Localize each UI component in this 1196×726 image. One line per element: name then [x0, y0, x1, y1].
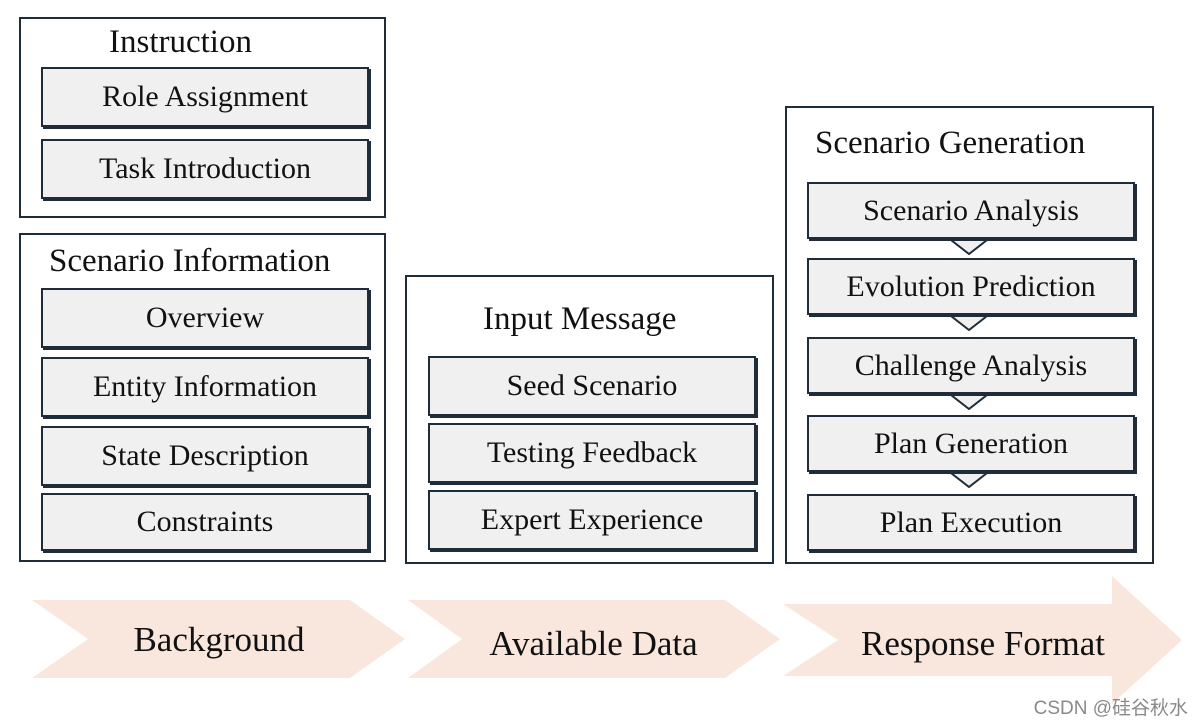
- input-message-panel: Input Message Seed Scenario Testing Feed…: [405, 275, 774, 564]
- expert-experience-box: Expert Experience: [428, 490, 756, 550]
- input-message-title: Input Message: [483, 301, 677, 337]
- scenario-generation-panel: Scenario Generation Scenario Analysis Ev…: [785, 106, 1154, 564]
- evolution-prediction-step: Evolution Prediction: [807, 258, 1135, 315]
- entity-information-box: Entity Information: [41, 357, 369, 417]
- plan-execution-step: Plan Execution: [807, 494, 1135, 551]
- overview-box: Overview: [41, 288, 369, 348]
- plan-generation-step: Plan Generation: [807, 415, 1135, 472]
- down-arrow-icon: [950, 315, 988, 331]
- task-introduction-box: Task Introduction: [41, 139, 369, 199]
- available-data-phase-label: Available Data: [489, 624, 698, 663]
- background-phase-label: Background: [133, 620, 305, 659]
- scenario-generation-title: Scenario Generation: [815, 125, 1086, 161]
- challenge-analysis-step: Challenge Analysis: [807, 337, 1135, 394]
- instruction-title: Instruction: [109, 24, 252, 60]
- testing-feedback-box: Testing Feedback: [428, 423, 756, 483]
- instruction-panel: Instruction Role Assignment Task Introdu…: [19, 17, 386, 218]
- down-arrow-icon: [950, 394, 988, 410]
- down-arrow-icon: [950, 239, 988, 255]
- response-format-phase-label: Response Format: [860, 624, 1105, 663]
- down-arrow-icon: [950, 472, 988, 488]
- watermark: CSDN @硅谷秋水: [1033, 698, 1188, 719]
- state-description-box: State Description: [41, 426, 369, 486]
- scenario-information-panel: Scenario Information Overview Entity Inf…: [19, 233, 386, 562]
- scenario-analysis-step: Scenario Analysis: [807, 182, 1135, 239]
- seed-scenario-box: Seed Scenario: [428, 356, 756, 416]
- constraints-box: Constraints: [41, 493, 369, 551]
- scenario-information-title: Scenario Information: [49, 243, 331, 279]
- role-assignment-box: Role Assignment: [41, 67, 369, 127]
